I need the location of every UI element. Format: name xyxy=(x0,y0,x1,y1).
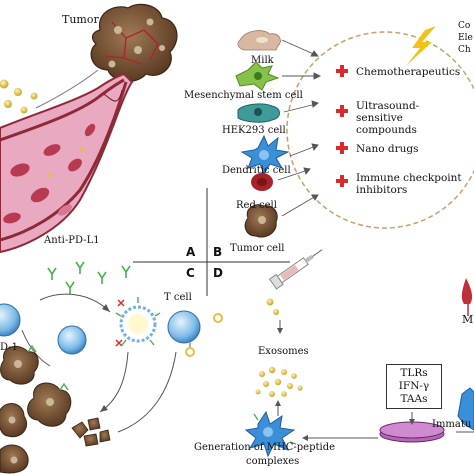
cargo-item-label: Immune checkpoint inhibitors xyxy=(356,172,462,197)
plus-icon xyxy=(336,175,348,187)
dendritic-cell-icon xyxy=(240,134,290,176)
pd-1-label: D-1 xyxy=(0,342,18,353)
t-cell-mid-icon xyxy=(57,325,87,355)
arrow-to-tumor xyxy=(35,69,99,109)
exosome-cluster-icon xyxy=(255,366,303,397)
source-arrows xyxy=(277,39,322,217)
stimuli-box: TLRs IFN-γ TAAs xyxy=(386,364,442,410)
exosome-small-icon xyxy=(213,313,223,323)
t-cell-icon xyxy=(167,310,201,357)
exosome-cargo-circle xyxy=(286,31,474,229)
stimulus-ifn-gamma: IFN-γ xyxy=(398,380,430,393)
pd-l1-exosome-icon xyxy=(115,297,161,347)
mesenchymal-stem-cell-label: Mesenchymal stem cell xyxy=(184,90,303,101)
plus-icon xyxy=(336,105,348,117)
tumor-mass-icon xyxy=(90,3,178,82)
stimulus-partial-label: Co xyxy=(458,21,471,31)
quadrant-b-label: B xyxy=(213,245,223,259)
t-cell-left-icon xyxy=(0,303,21,337)
mhc-label-line2: complexes xyxy=(246,456,300,467)
anti-pd-l1-label: Anti-PD-L1 xyxy=(44,235,100,246)
cargo-item-label: Ultrasound-sensitive compounds xyxy=(356,100,420,137)
hek293-cell-label: HEK293 cell xyxy=(222,125,286,136)
stimulus-partial-label: Ele xyxy=(458,33,473,43)
lightning-icon xyxy=(406,26,436,66)
tumor-cell-label: Tumor cell xyxy=(230,243,285,254)
nanoparticle-cluster-icon xyxy=(0,79,38,114)
stimulus-taas: TAAs xyxy=(400,393,428,406)
m-partial-label: M xyxy=(462,313,474,326)
tumor-cell-cluster-icon xyxy=(0,344,72,474)
stimulus-partial-label: Ch xyxy=(458,45,471,55)
hek293-cell-icon xyxy=(237,103,280,123)
cargo-item-label: Chemotherapeutics xyxy=(356,66,461,78)
immature-dc-partial-icon xyxy=(457,387,474,431)
quadrant-a-label: A xyxy=(186,245,196,259)
cargo-item-label: Nano drugs xyxy=(356,143,419,155)
blood-vessel-icon xyxy=(0,72,134,254)
exosome-drop-icon xyxy=(266,298,274,306)
syringe-icon xyxy=(268,249,323,290)
quadrant-d-label: D xyxy=(213,266,223,280)
plus-icon xyxy=(336,65,348,77)
red-drop-icon xyxy=(461,278,473,304)
dendritic-cell-bottom-icon xyxy=(244,410,297,458)
tumor-label: Tumor xyxy=(62,13,99,26)
exosomes-label: Exosomes xyxy=(258,346,309,357)
antibody-icons xyxy=(47,261,131,294)
stimulus-tlrs: TLRs xyxy=(400,367,428,379)
red-blood-cell-icon xyxy=(251,173,273,191)
milk-icon xyxy=(237,30,281,51)
immature-label: Immatu xyxy=(432,419,472,430)
mesenchymal-stem-cell-icon xyxy=(235,61,280,91)
quadrant-c-label: C xyxy=(186,266,195,280)
milk-label: Milk xyxy=(251,55,274,66)
mhc-label-line1: Generation of MHC-peptide xyxy=(194,442,336,453)
plus-icons xyxy=(336,65,348,187)
petri-dish-icon xyxy=(379,421,445,443)
tumor-cell-icon xyxy=(244,204,278,238)
tumor-debris-icon xyxy=(71,417,111,447)
dendritic-cell-label: Dendritic cell xyxy=(222,165,291,176)
plus-icon xyxy=(336,142,348,154)
red-cell-label: Red cell xyxy=(236,200,277,211)
t-cell-label: T cell xyxy=(164,292,192,303)
exosome-drop-icon xyxy=(273,309,279,315)
